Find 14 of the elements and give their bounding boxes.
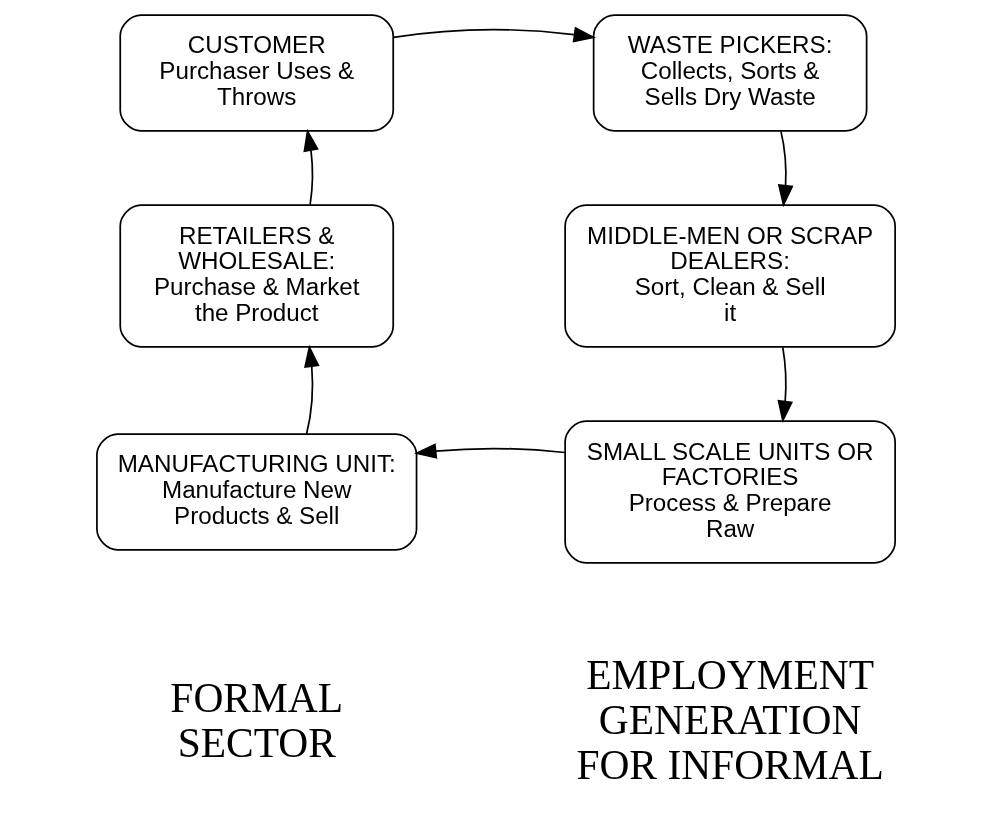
node-box: WASTE PICKERS: Collects, Sorts & Sells Dry Waste — [592, 14, 868, 132]
arrow — [303, 128, 319, 206]
node-box: MIDDLE-MEN OR SCRAP DEALERS: Sort, Clean & Sell it — [564, 204, 896, 348]
arrow — [414, 443, 566, 459]
arrow — [777, 130, 794, 208]
label: EMPLOYMENT GENERATION FOR INFORMAL — [576, 652, 884, 789]
arrow — [392, 26, 596, 43]
node-box: SMALL SCALE UNITS OR FACTORIES Process & Prepare Raw — [564, 420, 896, 564]
label: FORMAL SECTOR — [170, 674, 344, 766]
arrow — [777, 346, 794, 424]
node-box: RETAILERS & WHOLESALE: Purchase & Market the Product — [119, 204, 395, 348]
arrow — [304, 344, 320, 435]
node-box: CUSTOMER Purchaser Uses & Throws — [119, 14, 395, 132]
node-box: MANUFACTURING UNIT: Manufacture New Products & Sell — [96, 433, 418, 551]
